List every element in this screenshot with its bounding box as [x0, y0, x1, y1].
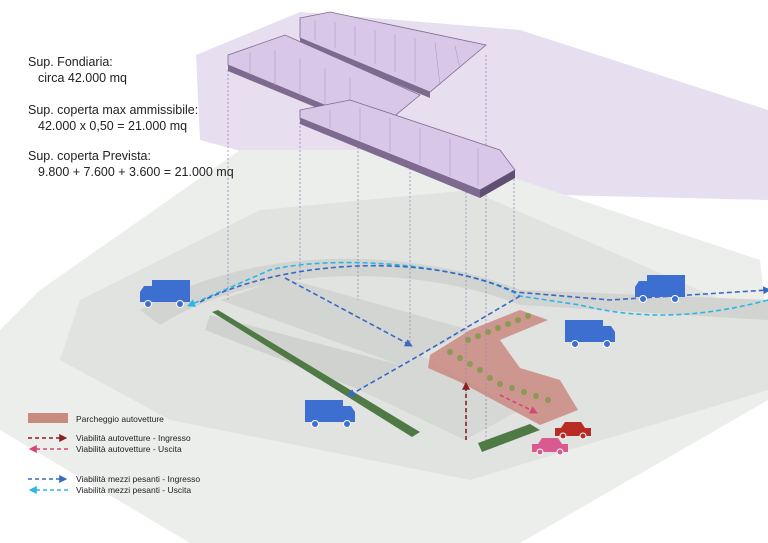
- legend-parking-label: Parcheggio autovetture: [76, 414, 164, 424]
- lot-center: [360, 355, 520, 440]
- car-icon: [532, 438, 568, 456]
- truck-icon: [565, 320, 615, 348]
- stat-coperta-prevista: Sup. coperta Prevista: 9.800 + 7.600 + 3…: [28, 148, 234, 180]
- stat-value: 9.800 + 7.600 + 3.600 = 21.000 mq: [38, 165, 234, 179]
- legend-parking-swatch: [28, 413, 68, 423]
- green-strip-west: [212, 310, 420, 437]
- green-strip-south: [478, 424, 540, 452]
- legend-truck-in-label: Viabilità mezzi pesanti - Ingresso: [76, 474, 201, 484]
- stat-fondiaria: Sup. Fondiaria: circa 42.000 mq: [28, 54, 127, 86]
- stat-coperta-max: Sup. coperta max ammissibile: 42.000 x 0…: [28, 102, 198, 134]
- main-road: [140, 258, 768, 325]
- stat-value: circa 42.000 mq: [38, 71, 127, 85]
- stat-label: Sup. coperta max ammissibile:: [28, 103, 199, 117]
- parking-trees: [447, 313, 551, 403]
- truck-internal-route-b: [347, 295, 521, 397]
- stat-label: Sup. coperta Prevista:: [28, 149, 151, 163]
- building-rear: [299, 11, 487, 98]
- truck-exit-route: [187, 261, 768, 316]
- truck-entry-route: [199, 264, 768, 303]
- building-front: [299, 99, 516, 198]
- legend-car-out-label: Viabilità autovetture - Uscita: [76, 444, 182, 454]
- truck-icon: [140, 280, 190, 308]
- car-icon: [555, 422, 591, 440]
- legend-truck-out-label: Viabilità mezzi pesanti - Uscita: [76, 485, 192, 495]
- truck-icon: [635, 275, 685, 303]
- stat-value: 42.000 x 0,50 = 21.000 mq: [38, 119, 188, 133]
- stat-label: Sup. Fondiaria:: [28, 55, 113, 69]
- legend-car-in-label: Viabilità autovetture - Ingresso: [76, 433, 191, 443]
- truck-icon: [305, 400, 355, 428]
